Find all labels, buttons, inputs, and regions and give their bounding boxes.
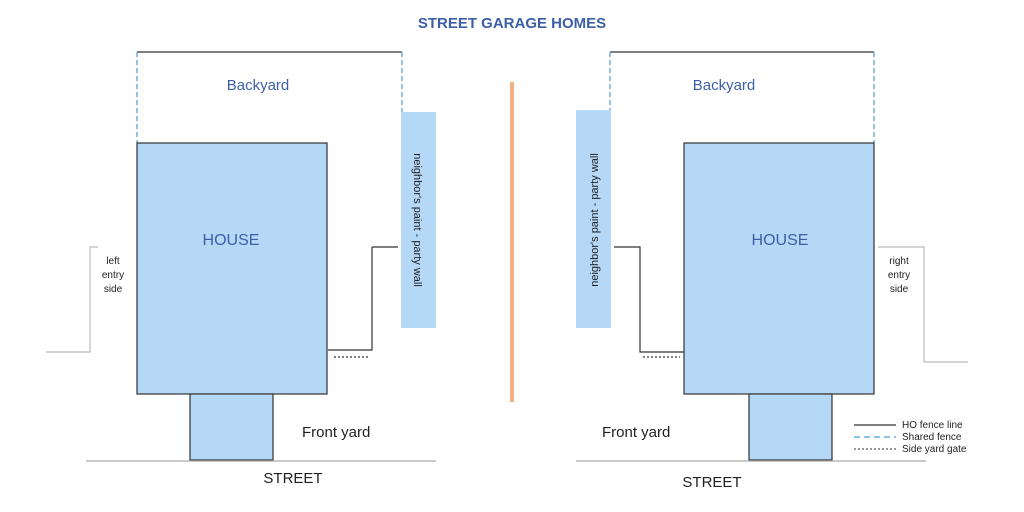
legend-ho-fence-label: HO fence line <box>902 420 963 431</box>
left-entry-fence <box>46 246 98 353</box>
right-ho-fence <box>614 246 684 353</box>
legend-shared-fence-label: Shared fence <box>902 432 962 443</box>
left-party-wall-label: neighbor's paint - party wall <box>411 153 423 287</box>
right-house-label: HOUSE <box>752 232 809 249</box>
left-garage <box>189 393 274 461</box>
right-plan: Backyard HOUSE neighbor's paint - party … <box>576 51 968 491</box>
diagram-title: STREET GARAGE HOMES <box>418 15 606 32</box>
left-street-label: STREET <box>263 470 322 487</box>
right-party-wall-label: neighbor's paint - party wall <box>589 153 601 287</box>
left-ho-fence-side <box>328 247 373 351</box>
left-plan: Backyard HOUSE neighbor's paint - party … <box>46 51 436 487</box>
right-entry-fence <box>878 246 968 363</box>
right-party-wall <box>576 110 611 328</box>
left-entry-side-label-line2: entry <box>102 270 124 281</box>
right-house <box>683 142 875 395</box>
left-house <box>136 142 328 395</box>
left-entry-side-label-line3: side <box>104 284 123 295</box>
legend: HO fence line Shared fence Side yard gat… <box>854 420 967 455</box>
left-front-yard-label: Front yard <box>302 424 370 441</box>
right-entry-side-label-line2: entry <box>888 270 910 281</box>
right-entry-side-label-line1: right <box>889 256 909 267</box>
right-street-label: STREET <box>682 474 741 491</box>
left-party-wall <box>401 112 436 328</box>
left-backyard-label: Backyard <box>227 77 290 94</box>
right-front-yard-label: Front yard <box>602 424 670 441</box>
left-entry-side-label-line1: left <box>106 256 120 267</box>
right-backyard-label: Backyard <box>693 77 756 94</box>
right-entry-side-label-line3: side <box>890 284 909 295</box>
legend-side-yard-gate-label: Side yard gate <box>902 444 967 455</box>
left-house-label: HOUSE <box>203 232 260 249</box>
right-garage <box>748 393 833 461</box>
